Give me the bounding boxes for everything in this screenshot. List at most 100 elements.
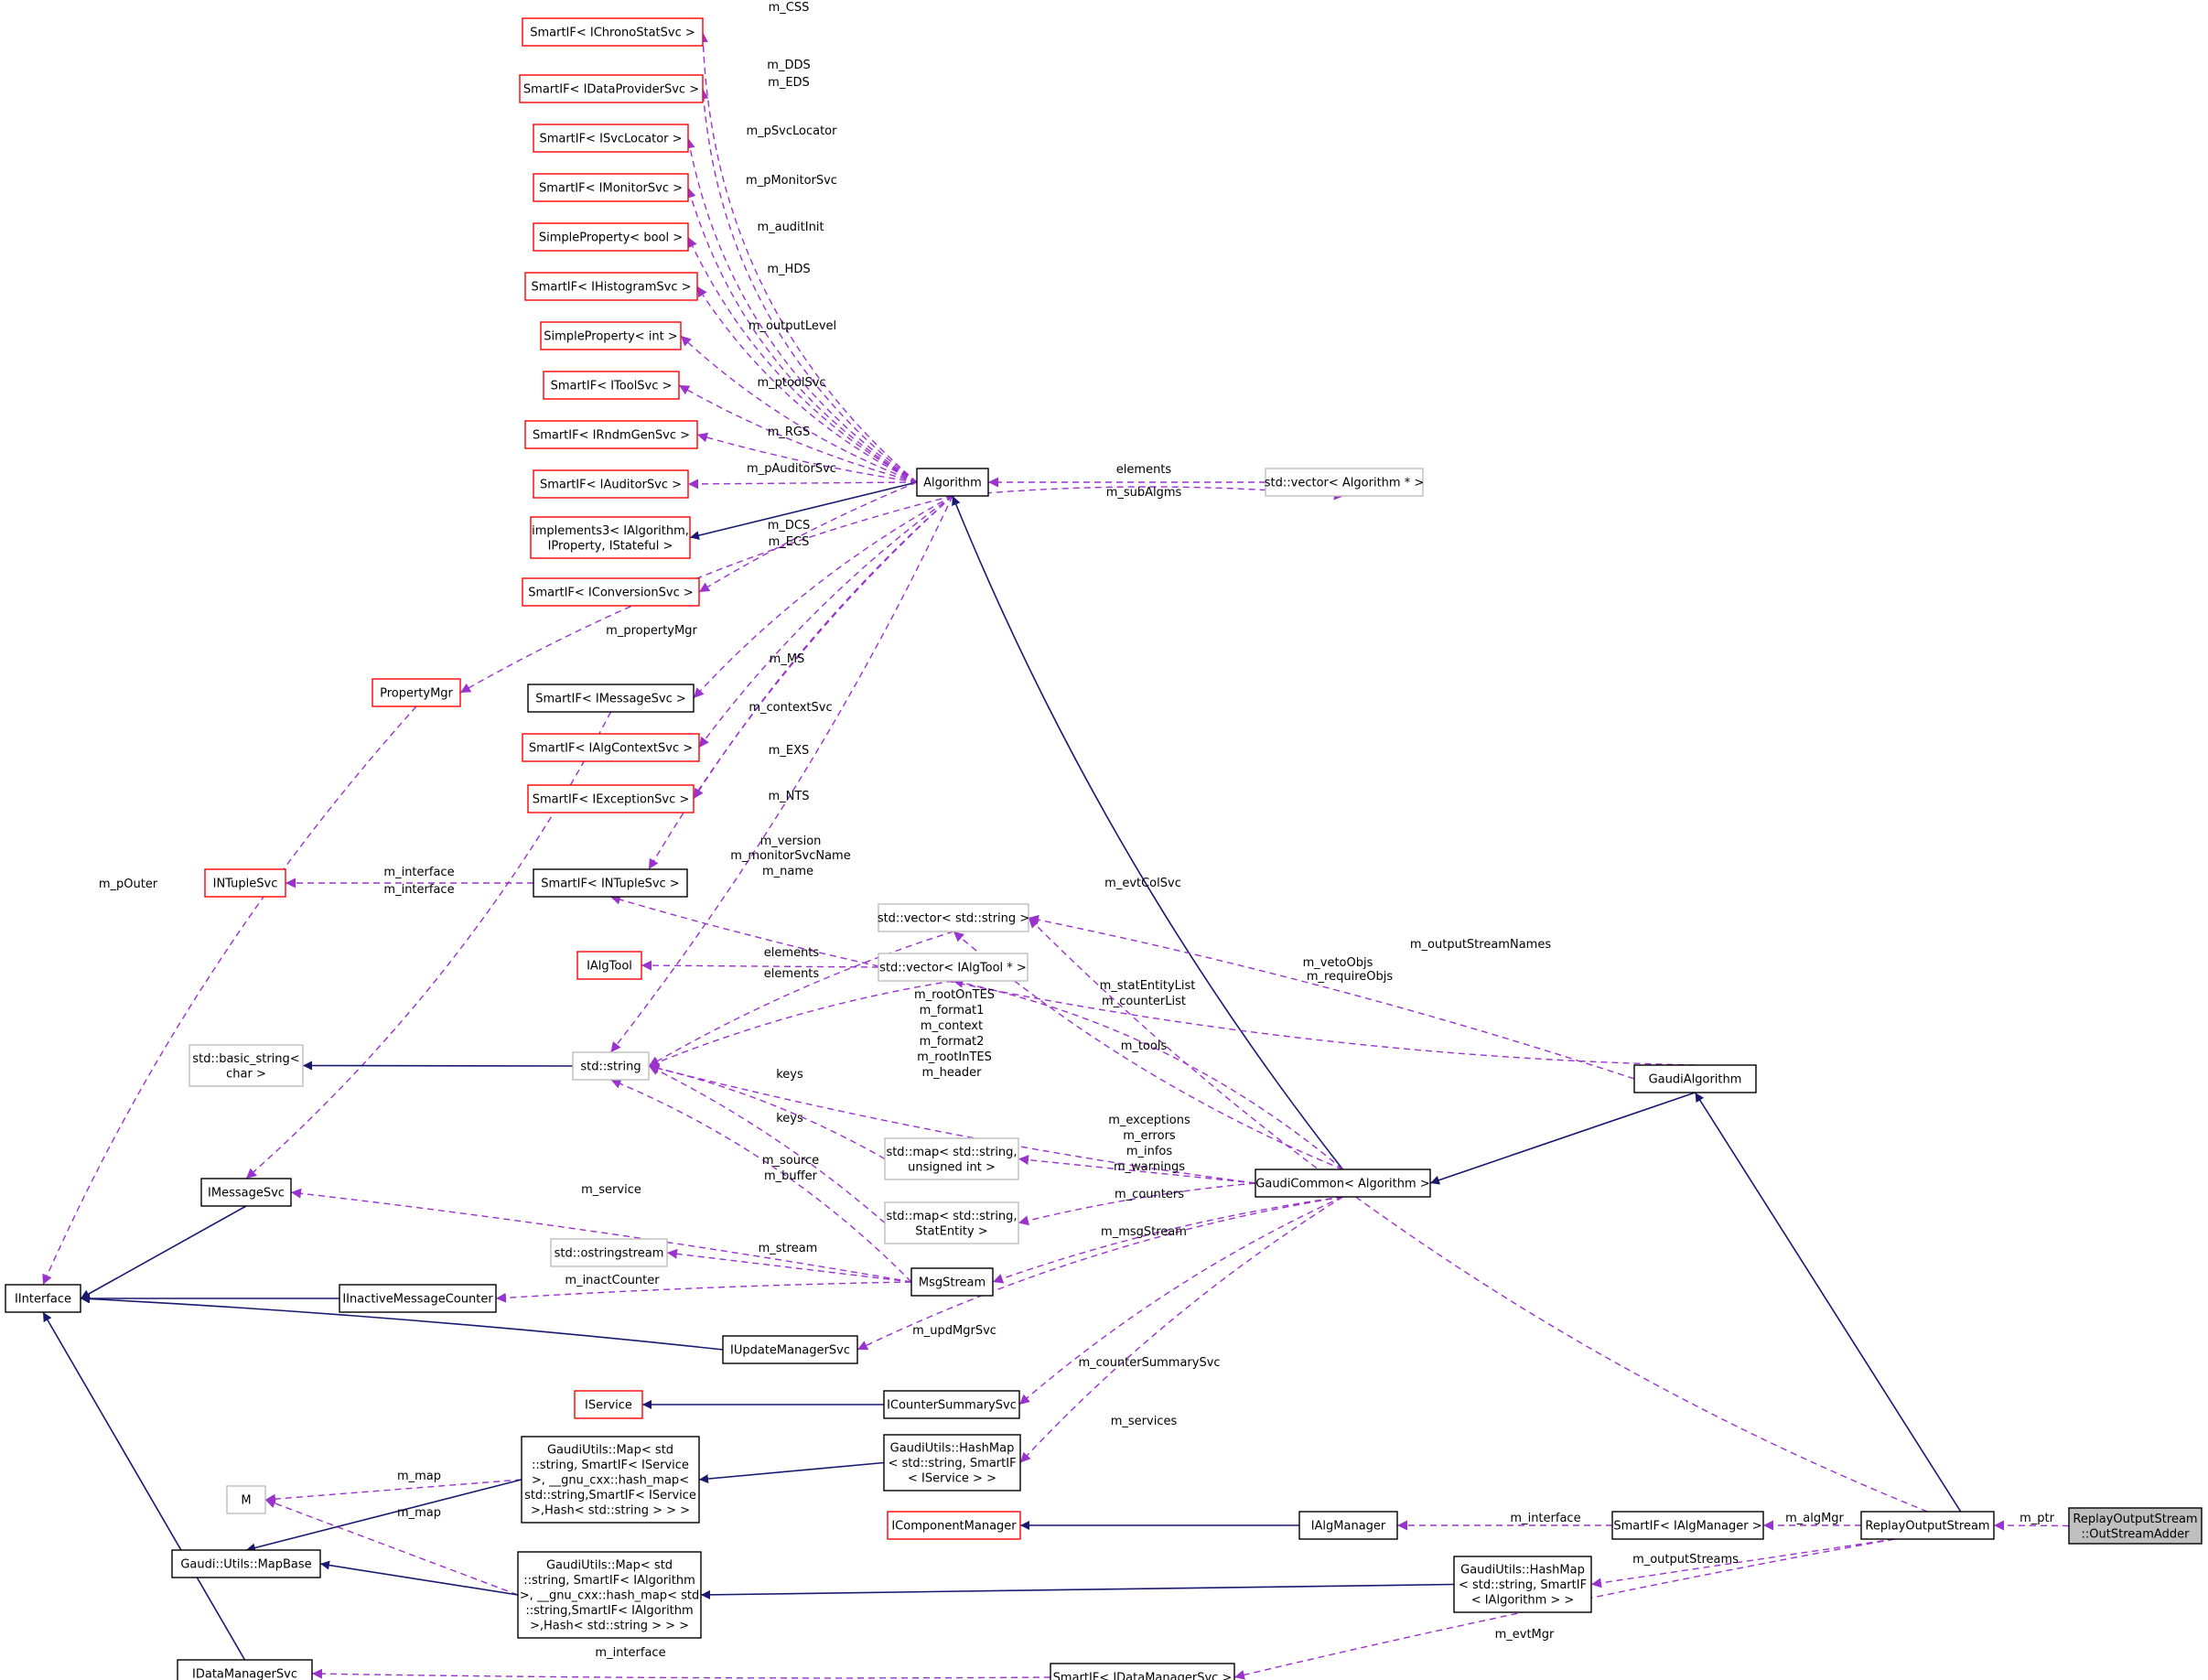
class-node-box: [1860, 1511, 1995, 1540]
edge-label-ptr: m_ptr: [2020, 1512, 2055, 1525]
class-node-map2[interactable]: GaudiUtils::Map< std::string, SmartIF< I…: [517, 1551, 702, 1639]
class-node-monitor[interactable]: SmartIF< IMonitorSvc >: [533, 173, 689, 202]
label-layer: m_CSSm_DDSm_EDSm_pSvcLocatorm_pMonitorSv…: [99, 1, 2055, 1660]
class-node-box: [521, 1436, 700, 1524]
class-node-box: [550, 1238, 668, 1267]
member-edge-algorithm-stdstring: [609, 495, 953, 1053]
class-node-vecstr[interactable]: std::vector< std::string >: [878, 903, 1029, 932]
member-edge-algorithm-conv: [698, 481, 918, 593]
class-node-mapuint[interactable]: std::map< std::string,unsigned int >: [884, 1137, 1019, 1180]
class-node-vectool[interactable]: std::vector< IAlgTool * >: [878, 953, 1029, 982]
class-node-chrono[interactable]: SmartIF< IChronoStatSvc >: [522, 17, 704, 47]
edge-label-source: m_source: [762, 1154, 819, 1168]
class-node-label: < IAlgorithm > >: [1471, 1594, 1575, 1608]
member-edge-algorithm-auditor: [687, 479, 918, 490]
class-node-galg[interactable]: GaudiAlgorithm: [1633, 1064, 1757, 1093]
class-node-mnode[interactable]: M: [226, 1485, 266, 1514]
edge-label-msgstream: m_msgStream: [1101, 1225, 1187, 1239]
class-node-iupdmgr[interactable]: IUpdateManagerSvc: [722, 1335, 858, 1364]
class-node-salgmgr[interactable]: SmartIF< IAlgManager >: [1611, 1511, 1764, 1540]
edge-label-outstreams: m_outputStreams: [1632, 1553, 1739, 1567]
class-node-adder[interactable]: ReplayOutputStream::OutStreamAdder: [2068, 1507, 2203, 1545]
class-node-hmap1[interactable]: GaudiUtils::HashMap< std::string, SmartI…: [883, 1434, 1021, 1492]
member-edge-vectool-ialgtool: [641, 960, 879, 971]
member-edge-algorithm-dataprov: [698, 88, 918, 483]
class-node-algctx[interactable]: SmartIF< IAlgContextSvc >: [522, 733, 700, 762]
class-node-rndm[interactable]: SmartIF< IRndmGenSvc >: [524, 420, 698, 449]
class-node-iinterface[interactable]: IInterface: [5, 1284, 81, 1313]
class-node-map1[interactable]: GaudiUtils::Map< std::string, SmartIF< I…: [521, 1436, 700, 1524]
inheritance-edge-replay-galg: [1694, 1092, 1962, 1513]
class-node-idms[interactable]: IDataManagerSvc: [177, 1659, 313, 1680]
class-node-label: SmartIF< IDataManagerSvc >: [1053, 1672, 1233, 1680]
class-node-box: [517, 1551, 702, 1639]
inheritance-edge-map2-mapbase: [319, 1560, 519, 1596]
class-node-spint[interactable]: SimpleProperty< int >: [540, 321, 682, 350]
member-edge-msgstream-ostrs: [666, 1248, 912, 1283]
class-node-conv[interactable]: SmartIF< IConversionSvc >: [522, 577, 700, 607]
edge-label-context: m_context: [921, 1019, 983, 1033]
inheritance-edge-hmap1-map1: [698, 1461, 885, 1484]
class-node-algorithm[interactable]: Algorithm: [916, 468, 989, 497]
member-edge-gcommon-hmap1: [1019, 1196, 1343, 1463]
member-edge-gcommon-mapstat: [1018, 1182, 1256, 1226]
class-node-box: [530, 516, 691, 559]
class-node-box: [524, 272, 698, 301]
member-edge-algorithm-spbool: [687, 236, 918, 483]
class-node-box: [574, 1390, 643, 1419]
class-node-mapbase[interactable]: Gaudi::Utils::MapBase: [171, 1549, 321, 1578]
class-node-label: SimpleProperty< bool >: [539, 232, 683, 245]
class-node-stdstring[interactable]: std::string: [572, 1051, 650, 1081]
class-node-icsum[interactable]: ICounterSummarySvc: [883, 1390, 1020, 1419]
edge-label-version: m_version: [760, 835, 822, 848]
class-node-intuple[interactable]: INTupleSvc: [204, 868, 286, 898]
edge-label-stat: m_statEntityList: [1100, 979, 1196, 993]
class-node-replay[interactable]: ReplayOutputStream: [1860, 1511, 1995, 1540]
edge-label-rgs: m_RGS: [768, 425, 811, 439]
class-node-mapstat[interactable]: std::map< std::string,StatEntity >: [884, 1201, 1019, 1244]
class-node-box: [572, 1051, 650, 1081]
member-edge-map2-mnode: [264, 1498, 519, 1596]
class-node-gcommon[interactable]: GaudiCommon< Algorithm >: [1255, 1168, 1431, 1198]
class-node-inactive[interactable]: IInactiveMessageCounter: [339, 1284, 497, 1313]
class-node-label: >, __gnu_cxx::hash_map<: [532, 1474, 689, 1488]
member-edge-vectool-stdstring: [648, 980, 953, 1067]
class-node-label: std::map< std::string,: [886, 1210, 1017, 1223]
member-edge-propmgr-iinterface: [42, 705, 417, 1286]
class-node-toolsvc[interactable]: SmartIF< IToolSvc >: [543, 371, 680, 400]
class-node-smsg[interactable]: SmartIF< IMessageSvc >: [527, 684, 695, 713]
class-node-ostrs[interactable]: std::ostringstream: [550, 1238, 668, 1267]
class-node-propmgr[interactable]: PropertyMgr: [372, 678, 461, 707]
class-node-msgstream[interactable]: MsgStream: [910, 1267, 994, 1297]
edge-layer: [42, 31, 2070, 1680]
class-node-box: [910, 1267, 994, 1297]
class-node-svcloc[interactable]: SmartIF< ISvcLocator >: [533, 124, 689, 153]
class-node-exc[interactable]: SmartIF< IExceptionSvc >: [527, 784, 695, 813]
class-node-ialgmgr[interactable]: IAlgManager: [1298, 1511, 1398, 1540]
member-edge-algorithm-chrono: [697, 31, 918, 483]
class-node-label: SmartIF< IConversionSvc >: [528, 587, 694, 600]
edge-label-veto: m_vetoObjs: [1303, 956, 1373, 970]
class-node-spbool[interactable]: SimpleProperty< bool >: [533, 222, 689, 252]
class-node-icompmgr[interactable]: IComponentManager: [887, 1511, 1021, 1540]
class-node-box: [1298, 1511, 1398, 1540]
class-node-label: ICounterSummarySvc: [887, 1399, 1017, 1413]
class-node-label: std::ostringstream: [555, 1247, 664, 1261]
class-node-histo[interactable]: SmartIF< IHistogramSvc >: [524, 272, 698, 301]
class-node-iservice[interactable]: IService: [574, 1390, 643, 1419]
class-node-box: [204, 868, 286, 898]
class-node-sintuple[interactable]: SmartIF< INTupleSvc >: [533, 868, 688, 898]
class-node-box: [522, 17, 704, 47]
class-node-basicstr[interactable]: std::basic_string<char >: [188, 1044, 304, 1087]
class-node-sdms[interactable]: SmartIF< IDataManagerSvc >: [1050, 1663, 1235, 1680]
class-node-box: [5, 1284, 81, 1313]
class-node-dataprov[interactable]: SmartIF< IDataProviderSvc >: [519, 74, 704, 103]
class-node-ialgtool[interactable]: IAlgTool: [576, 951, 642, 980]
class-node-hmap2[interactable]: GaudiUtils::HashMap< std::string, SmartI…: [1453, 1556, 1592, 1613]
class-node-label: PropertyMgr: [380, 687, 453, 701]
class-node-imsgsvc[interactable]: IMessageSvc: [200, 1178, 292, 1207]
class-node-impl3[interactable]: implements3< IAlgorithm,IProperty, IStat…: [530, 516, 691, 559]
edge-label-f2: m_format2: [920, 1035, 985, 1049]
class-node-auditor[interactable]: SmartIF< IAuditorSvc >: [533, 469, 689, 499]
class-node-vecalg[interactable]: std::vector< Algorithm * >: [1265, 468, 1424, 497]
